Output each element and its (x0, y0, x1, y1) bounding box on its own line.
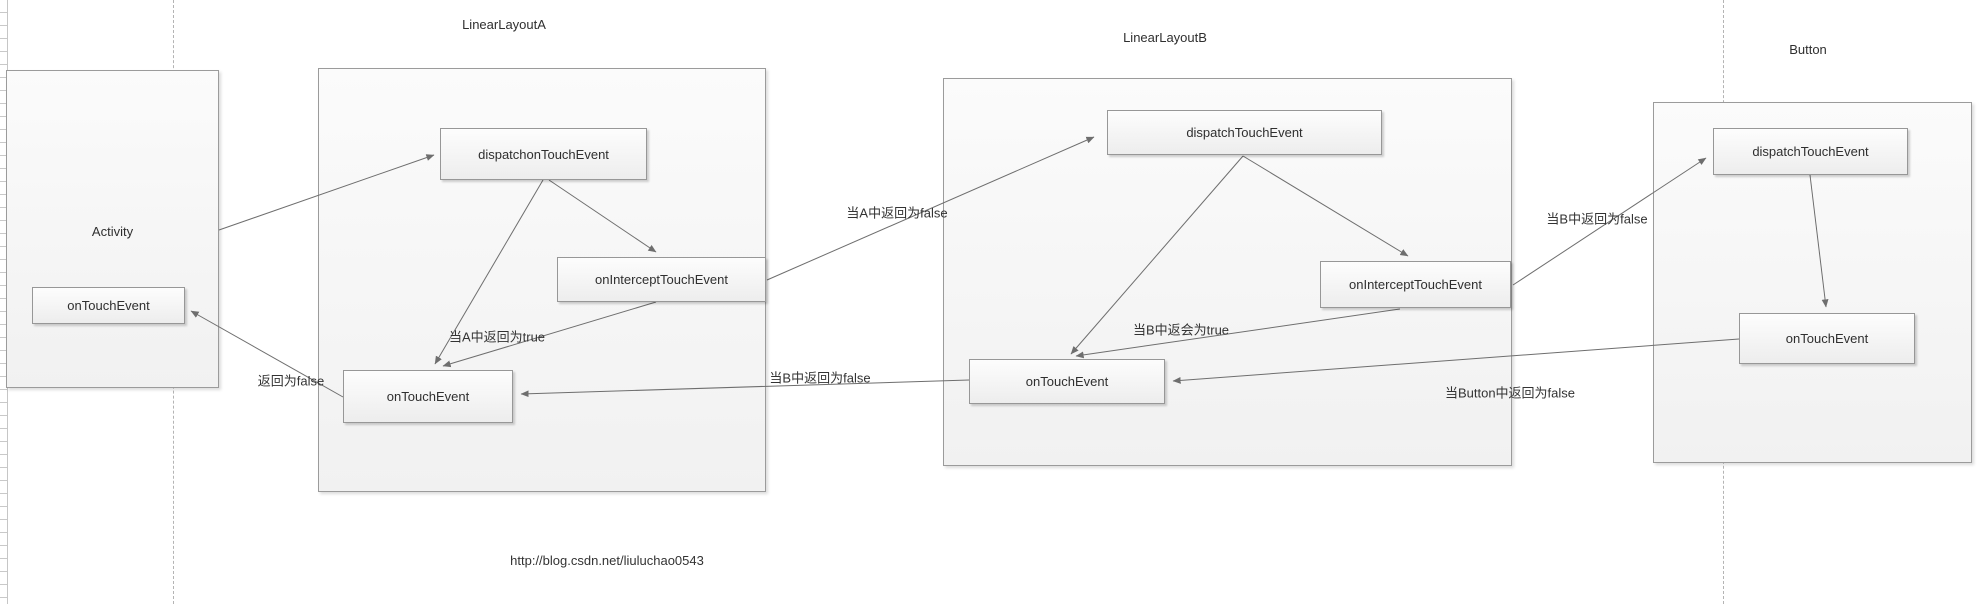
edge-b-ontouch-to-a-ontouch[interactable] (520, 379, 970, 398)
title-activity: Activity (91, 224, 134, 239)
node-label: onTouchEvent (1785, 331, 1869, 346)
edge-label-return-false[interactable]: 返回为false (257, 373, 325, 389)
node-b-ontouchevent[interactable]: onTouchEvent (969, 359, 1165, 404)
node-label: onTouchEvent (67, 298, 150, 313)
edge-b-onintercept-to-b-ontouch[interactable] (1075, 308, 1401, 359)
edge-a-ontouch-to-activity-ontouch[interactable] (190, 310, 344, 398)
node-label: onTouchEvent (386, 389, 470, 404)
edge-label-button-return-false[interactable]: 当Button中返回为false (1444, 385, 1576, 401)
group-activity[interactable] (6, 70, 219, 388)
node-a-ontouchevent[interactable]: onTouchEvent (343, 370, 513, 423)
edge-a-dispatch-to-a-ontouch[interactable] (434, 179, 544, 365)
title-linearlayout-b[interactable]: LinearLayoutB (1123, 30, 1207, 45)
node-label: onInterceptTouchEvent (1349, 277, 1482, 292)
edge-a-onintercept-to-a-ontouch[interactable] (442, 301, 657, 368)
node-label: dispatchTouchEvent (1186, 125, 1303, 140)
edge-a-onintercept-to-b-dispatch[interactable] (766, 136, 1095, 281)
edge-label-a-return-true[interactable]: 当A中返回为true (448, 329, 546, 345)
edge-b-dispatch-to-b-onintercept[interactable] (1242, 155, 1409, 257)
edge-b-dispatch-to-b-ontouch[interactable] (1070, 155, 1244, 355)
node-b-dispatchtouchevent[interactable]: dispatchTouchEvent (1107, 110, 1382, 155)
edge-a-dispatch-to-a-onintercept[interactable] (548, 179, 657, 253)
node-label: dispatchTouchEvent (1752, 144, 1869, 159)
node-a-dispatchontouchevent[interactable]: dispatchonTouchEvent (440, 128, 647, 180)
node-button-dispatchtouchevent[interactable]: dispatchTouchEvent (1713, 128, 1908, 175)
edge-activity-to-a-dispatch[interactable] (218, 154, 435, 231)
title-button[interactable]: Button (1789, 42, 1827, 57)
edge-label-a-return-false[interactable]: 当A中返回为false (846, 205, 948, 221)
edge-b-onintercept-to-button-dispatch[interactable] (1512, 157, 1707, 286)
edge-button-dispatch-to-button-ontouch[interactable] (1809, 174, 1829, 308)
edge-label-b-return-true[interactable]: 当B中返会为true (1132, 322, 1230, 338)
edge-button-ontouch-to-b-ontouch[interactable] (1172, 338, 1740, 384)
edge-label-b-return-false-right[interactable]: 当B中返回为false (1546, 211, 1648, 227)
node-b-onintercepttouchevent[interactable]: onInterceptTouchEvent (1320, 261, 1511, 308)
node-label: dispatchonTouchEvent (478, 146, 609, 162)
node-button-ontouchevent[interactable]: onTouchEvent (1739, 313, 1915, 364)
title-linearlayout-a[interactable]: LinearLayoutA (462, 17, 546, 32)
node-label: onTouchEvent (1025, 374, 1109, 389)
node-activity-ontouchevent[interactable]: onTouchEvent (32, 287, 185, 324)
footer-url[interactable]: http://blog.csdn.net/liuluchao0543 (510, 553, 704, 568)
edge-label-b-return-false-left[interactable]: 当B中返回为false (769, 370, 871, 386)
node-a-onintercepttouchevent[interactable]: onInterceptTouchEvent (557, 257, 766, 302)
node-label: onInterceptTouchEvent (595, 272, 728, 287)
